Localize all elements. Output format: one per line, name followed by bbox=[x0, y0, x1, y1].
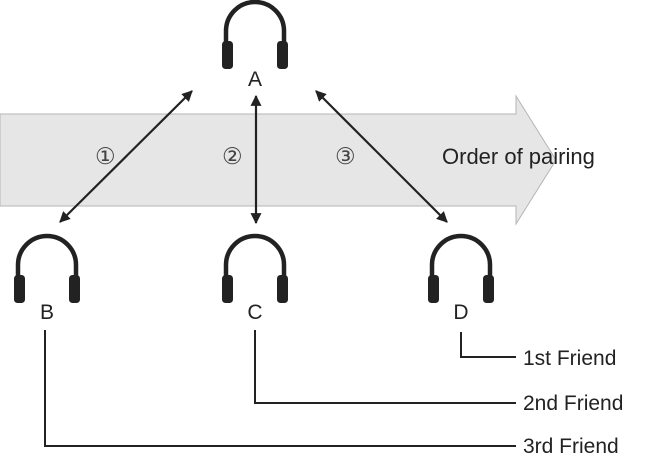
connector-c-2nd-friend bbox=[254, 330, 516, 404]
headphone-d-icon bbox=[428, 236, 494, 303]
headphone-a-icon bbox=[222, 2, 288, 69]
friend-3-label: 3rd Friend bbox=[523, 435, 619, 458]
friend-1-label: 1st Friend bbox=[523, 347, 616, 370]
node-a-label: A bbox=[248, 68, 262, 91]
pairing-order-label: Order of pairing bbox=[442, 144, 595, 169]
friend-2-label: 2nd Friend bbox=[523, 392, 623, 415]
pairing-arrow-a-b bbox=[59, 90, 193, 223]
node-d-label: D bbox=[453, 301, 468, 324]
headphone-b-icon bbox=[14, 236, 80, 303]
headphone-c-icon bbox=[222, 236, 288, 303]
step-1-label: ① bbox=[95, 143, 116, 169]
step-2-label: ② bbox=[222, 143, 243, 169]
node-c-label: C bbox=[247, 301, 262, 324]
connector-d-1st-friend bbox=[460, 332, 516, 358]
pairing-arrow-a-d bbox=[315, 90, 448, 223]
connector-b-3rd-friend bbox=[44, 330, 516, 447]
step-3-label: ③ bbox=[335, 143, 356, 169]
node-b-label: B bbox=[40, 301, 54, 324]
